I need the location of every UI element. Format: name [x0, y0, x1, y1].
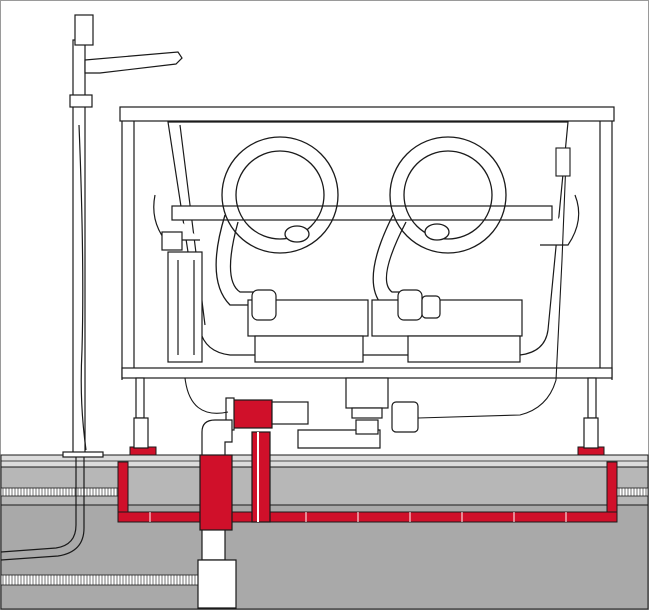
mixer-supply-pipe-outer	[0, 457, 85, 561]
overflow-hose-line	[417, 159, 567, 419]
jet-fitting-right	[421, 295, 441, 319]
pump-motor-box	[161, 231, 203, 363]
red-riser-pipe	[251, 431, 271, 523]
hand-shower-hose	[78, 124, 87, 451]
drain-collar	[355, 419, 379, 435]
jet-connector-left	[251, 289, 277, 321]
overflow-hose	[184, 147, 571, 419]
pump-box	[167, 251, 203, 363]
hatch-band	[0, 574, 199, 586]
mixer-base-plate	[62, 451, 104, 458]
mixer-spout	[84, 51, 183, 74]
drain-pipe-assembly	[197, 397, 309, 609]
hatch-band	[616, 487, 649, 497]
lower-insulation-pipe	[0, 574, 199, 586]
jet-housing-right	[371, 299, 523, 337]
coil-left-leg-inner	[229, 221, 255, 293]
red-insulation-bottom-strip	[117, 511, 618, 523]
leg-left	[135, 377, 145, 419]
mixer-handle-top	[74, 14, 94, 46]
leg-right-screw	[583, 417, 599, 449]
drain-outlet-neck	[351, 407, 383, 419]
coil-right-leg-inner	[385, 221, 407, 293]
red-coupling	[231, 399, 273, 429]
floor-screed	[0, 466, 649, 506]
tub-right-lip	[540, 194, 580, 246]
whirlpool-pipe-coil-left	[215, 136, 339, 306]
whirlpool-pipe-coil-right	[372, 136, 507, 306]
insulation-strip	[0, 487, 649, 497]
leg-right	[587, 377, 597, 419]
left-small-hose	[184, 377, 229, 414]
coil-left-inner	[235, 150, 325, 240]
coil-right-nozzle	[424, 223, 450, 241]
tub-side-rail	[171, 205, 553, 221]
coil-right-inner	[403, 150, 493, 240]
jet-base-left	[254, 335, 364, 363]
red-drain-sleeve	[199, 454, 233, 531]
jet-units	[247, 289, 523, 363]
floor-section	[0, 454, 649, 610]
jet-connector-right	[397, 289, 423, 321]
coil-right-outer	[389, 136, 507, 254]
mixer-lever	[69, 94, 93, 108]
leg-left-screw	[133, 417, 149, 449]
drain-trap	[297, 377, 419, 449]
frame-top-rim	[119, 106, 615, 122]
frame-bottom-rail	[121, 367, 613, 379]
coil-left-leg	[215, 214, 255, 306]
coil-left-outer	[221, 136, 339, 254]
pump-bracket	[161, 231, 183, 251]
bottom-drain-bend	[197, 559, 237, 609]
jet-base-right	[407, 335, 521, 363]
mixer-supply-pipe	[0, 457, 77, 553]
hatch-band	[0, 487, 119, 497]
freestanding-bath-mixer	[0, 14, 183, 561]
coil-left-nozzle	[284, 225, 310, 243]
coupling-sleeve	[271, 401, 309, 425]
drain-nut	[391, 401, 419, 433]
drain-outlet-body	[345, 377, 389, 409]
support-frame	[119, 106, 615, 449]
overflow-valve	[555, 147, 571, 177]
